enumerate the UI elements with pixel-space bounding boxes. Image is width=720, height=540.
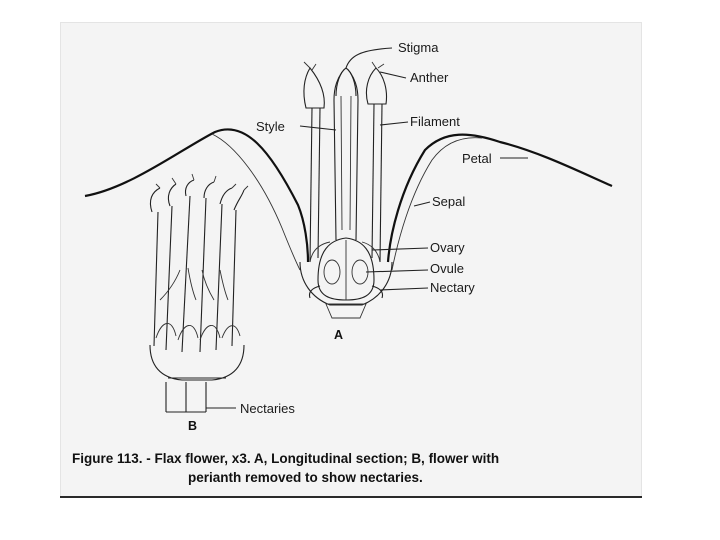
b-anther-tips [156,174,248,190]
b-base-bulges [156,323,240,340]
anther-right [366,68,386,104]
receptacle-base [326,304,366,318]
label-style: Style [256,119,285,134]
label-nectary: Nectary [430,280,475,295]
filament-left-outer [310,108,312,262]
panel-b-letter: B [188,419,197,433]
leader-style [300,126,336,130]
b-nectaries-bracket [166,382,236,412]
b-filament-1 [154,212,158,346]
petal-outline-right [388,135,612,262]
leader-ovule [366,270,428,272]
label-anther: Anther [410,70,449,85]
label-stigma: Stigma [398,40,439,55]
petal-outline-left [85,129,308,262]
filament-right-outer [380,104,382,262]
label-nectaries: Nectaries [240,401,295,416]
petal-inner-left [212,134,300,270]
label-ovary: Ovary [430,240,465,255]
style-inner-line [341,96,351,230]
label-sepal: Sepal [432,194,465,209]
label-filament: Filament [410,114,460,129]
filament-left-inner [318,108,320,258]
leader-anther [380,72,406,78]
ovule-right [352,260,368,284]
filament-right-inner [372,104,374,258]
ovule-left [324,260,340,284]
b-anthers [150,180,244,212]
anther-left [304,68,324,108]
panel-a-letter: A [334,328,343,342]
b-cup-outline [150,345,244,380]
leader-sepal [414,202,430,206]
figure-caption-line-2: perianth removed to show nectaries. [188,470,423,485]
figure-caption-line-1: Figure 113. - Flax flower, x3. A, Longit… [72,451,499,466]
anther-right-tip [372,62,384,68]
label-ovule: Ovule [430,261,464,276]
leader-nectary [380,288,428,290]
label-petal: Petal [462,151,492,166]
leader-filament [380,122,408,125]
b-filament-2 [166,206,172,350]
stigma-shape [336,68,356,96]
leader-stigma [346,48,392,68]
